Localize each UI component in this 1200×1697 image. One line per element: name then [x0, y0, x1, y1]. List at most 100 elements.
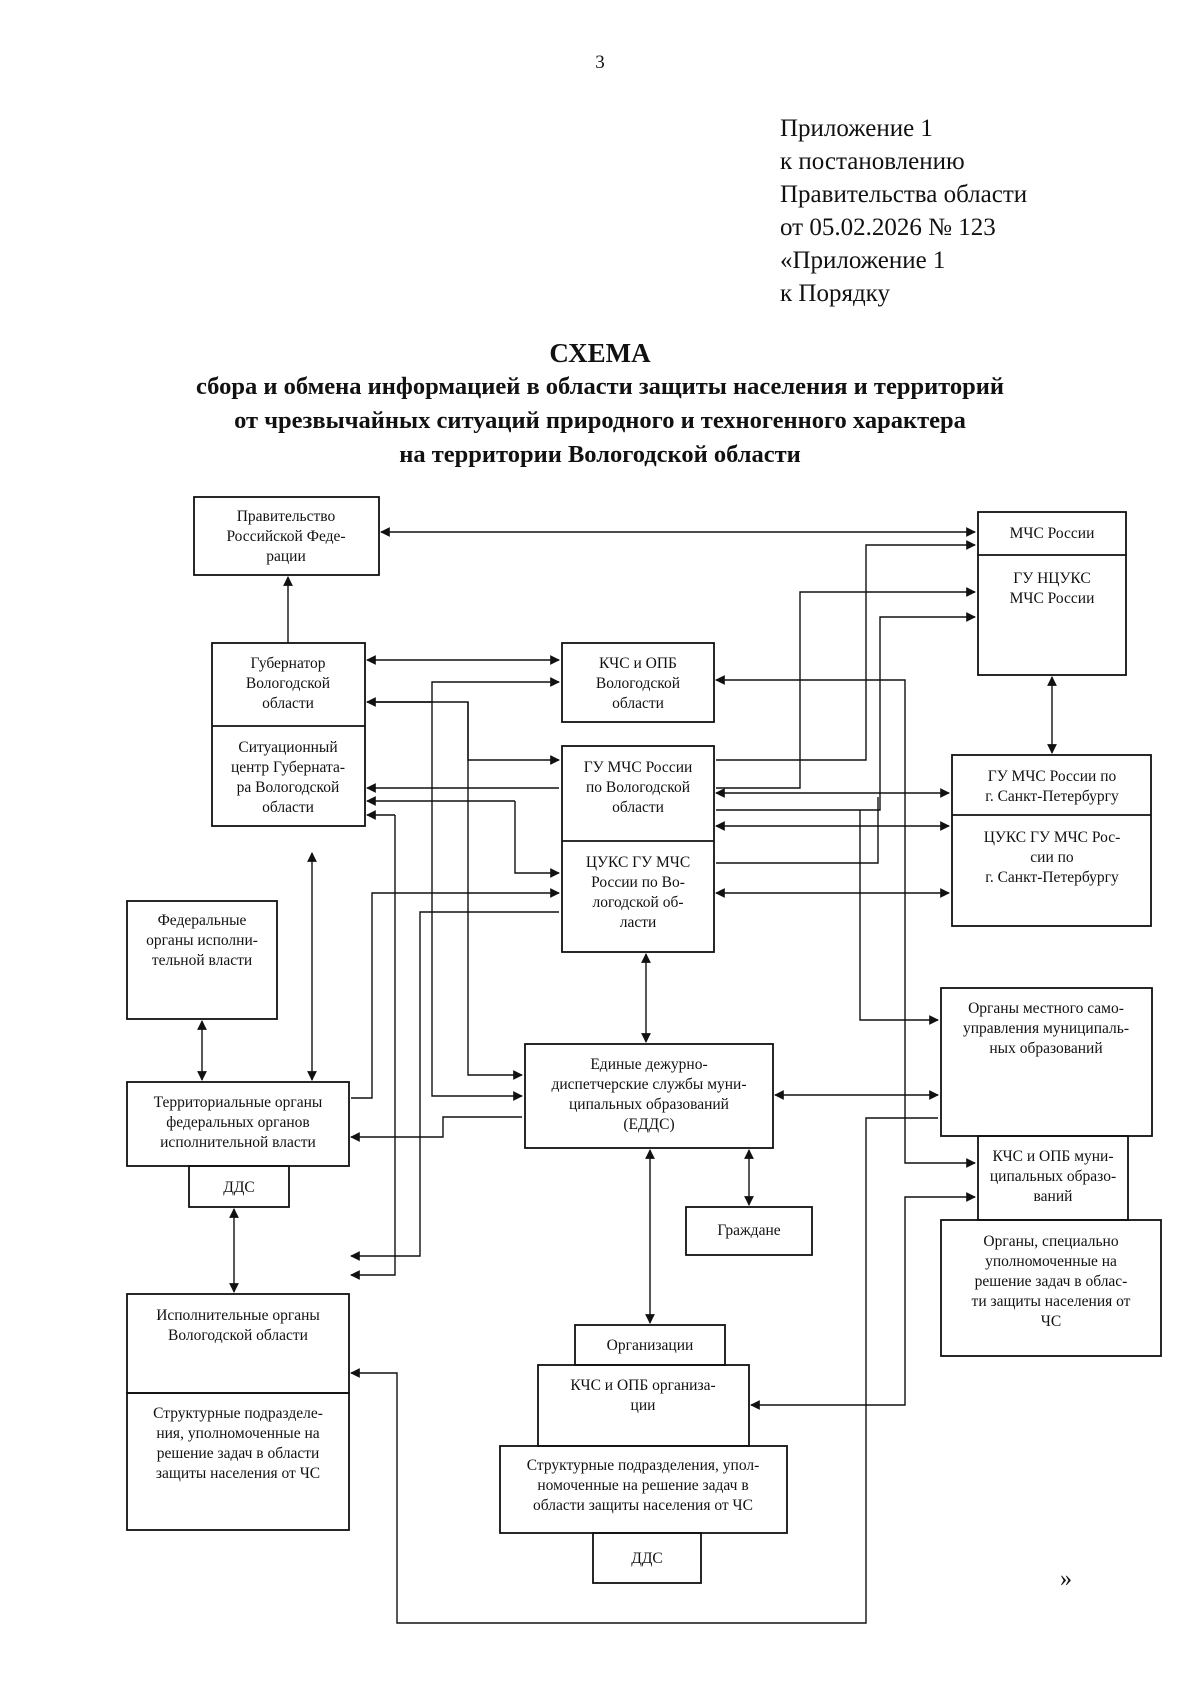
label-line: МЧС России — [1010, 590, 1095, 607]
label-line: решение задач в области — [157, 1445, 320, 1462]
label-fed-organs: Федеральные органы исполни-тельной власти — [146, 912, 258, 969]
label-line: ципальных образо- — [990, 1168, 1116, 1185]
label-line: центр Губерната- — [231, 759, 345, 776]
label-organizations: Организации — [607, 1337, 694, 1354]
label-line: решение задач в облас- — [975, 1273, 1128, 1290]
label-line: ДДС — [223, 1179, 254, 1196]
label-kchs-org: КЧС и ОПБ организа-ции — [570, 1377, 715, 1414]
label-line: области защиты населения от ЧС — [533, 1497, 753, 1514]
label-cuks-vol: ЦУКС ГУ МЧС России по Во-логодской об-лас… — [586, 854, 690, 931]
label-line: управления муниципаль- — [963, 1020, 1129, 1037]
label-line: ГУ МЧС России по — [988, 768, 1117, 785]
label-special-organs: Органы, специально уполномоченные на решен… — [972, 1233, 1131, 1330]
label-mchs: МЧС России — [1010, 525, 1095, 542]
box-dds-terr — [188, 1165, 290, 1208]
label-line: органы исполни- — [146, 932, 258, 949]
annex-line: «Приложение 1 — [780, 247, 946, 274]
label-line: Органы местного само- — [968, 1000, 1124, 1017]
label-line: рации — [266, 548, 306, 565]
label-line: МЧС России — [1010, 525, 1095, 542]
label-line: Вологодской области — [168, 1327, 308, 1344]
box-struct-exec — [126, 1392, 350, 1531]
box-mchs-group — [977, 511, 1127, 676]
label-line: КЧС и ОПБ — [599, 655, 677, 672]
box-edds — [524, 1043, 774, 1149]
annex-line: Правительства области — [780, 181, 1028, 208]
label-line: защиты населения от ЧС — [156, 1465, 320, 1482]
label-line: номоченные на решение задач в — [537, 1477, 748, 1494]
label-line: Граждане — [717, 1222, 780, 1239]
label-line: Вологодской — [596, 675, 680, 692]
closing-quote: » — [1060, 1566, 1072, 1592]
label-line: КЧС и ОПБ муни- — [992, 1148, 1113, 1165]
label-line: Единые дежурно- — [590, 1056, 707, 1073]
title-heading: СХЕМА — [549, 338, 651, 368]
label-line: г. Санкт-Петербургу — [985, 869, 1119, 886]
document-title: СХЕМА сбора и обмена информацией в облас… — [0, 336, 1200, 472]
label-line: сии по — [1030, 849, 1074, 866]
annex-line: Приложение 1 — [780, 115, 933, 142]
box-gu-mchs-spb-group — [951, 754, 1152, 927]
label-line: ния, уполномоченные на — [156, 1425, 319, 1442]
label-line: Федеральные — [158, 912, 247, 929]
label-line: ДДС — [631, 1550, 662, 1567]
label-line: Вологодской — [246, 675, 330, 692]
label-line: ЦУКС ГУ МЧС — [586, 854, 690, 871]
label-line: КЧС и ОПБ организа- — [570, 1377, 715, 1394]
page-number: 3 — [595, 52, 605, 73]
label-line: ласти — [620, 914, 657, 931]
label-line: области — [262, 695, 314, 712]
label-line: ных образований — [989, 1040, 1102, 1057]
label-line: области — [612, 799, 664, 816]
box-kchs-opb-vol — [561, 642, 715, 723]
label-line: логодской об- — [593, 894, 684, 911]
label-line: области — [612, 695, 664, 712]
label-line: Российской Феде- — [226, 528, 345, 545]
box-dds-org — [592, 1532, 702, 1584]
label-kchs-mun: КЧС и ОПБ муни-ципальных образо-ваний — [990, 1148, 1116, 1205]
label-line: области — [262, 799, 314, 816]
box-gov-rf — [193, 496, 380, 576]
label-line: федеральных органов — [166, 1114, 310, 1131]
label-line: ции — [631, 1397, 656, 1414]
label-line: ЦУКС ГУ МЧС Рос- — [984, 829, 1121, 846]
label-dds-org: ДДС — [631, 1550, 662, 1567]
label-line: Органы, специально — [983, 1233, 1118, 1250]
label-line: ти защиты населения от — [972, 1293, 1131, 1310]
label-line: Правительство — [237, 508, 336, 525]
label-terr-organs: Территориальные органы федеральных органо… — [154, 1094, 323, 1151]
label-line: диспетчерские службы муни- — [551, 1076, 746, 1093]
label-line: ципальных образований — [569, 1096, 729, 1113]
label-line: Губернатор — [250, 655, 325, 672]
label-line: России по Во- — [591, 874, 685, 891]
annex-block: Приложение 1 к постановлению Правительст… — [780, 112, 1027, 310]
label-line: уполномоченные на — [985, 1253, 1117, 1270]
label-line: Территориальные органы — [154, 1094, 323, 1111]
label-line: Организации — [607, 1337, 694, 1354]
box-gu-mchs-vol-group — [561, 745, 715, 953]
annex-line: к Порядку — [780, 280, 890, 307]
label-struct-exec: Структурные подразделе-ния, уполномоченн… — [153, 1405, 323, 1482]
title-line: от чрезвычайных ситуаций природного и те… — [234, 407, 966, 434]
label-edds: Единые дежурно-диспетчерские службы муни… — [551, 1056, 746, 1133]
label-line: ГУ МЧС России — [584, 759, 693, 776]
title-line: сбора и обмена информацией в области защ… — [195, 373, 1005, 400]
label-kchs-opb-vol: КЧС и ОПБ Вологодской области — [596, 655, 680, 712]
label-cuks-spb: ЦУКС ГУ МЧС Рос-сии по г. Санкт-Петербург… — [984, 829, 1121, 886]
label-line: тельной власти — [152, 952, 252, 969]
label-citizens: Граждане — [717, 1222, 780, 1239]
label-line: (ЕДДС) — [623, 1116, 674, 1133]
label-line: Структурные подразделения, упол- — [527, 1457, 760, 1474]
label-line: ваний — [1034, 1188, 1073, 1205]
annex-line: к постановлению — [780, 148, 965, 175]
label-dds-terr: ДДС — [223, 1179, 254, 1196]
label-line: исполнительной власти — [160, 1134, 316, 1151]
